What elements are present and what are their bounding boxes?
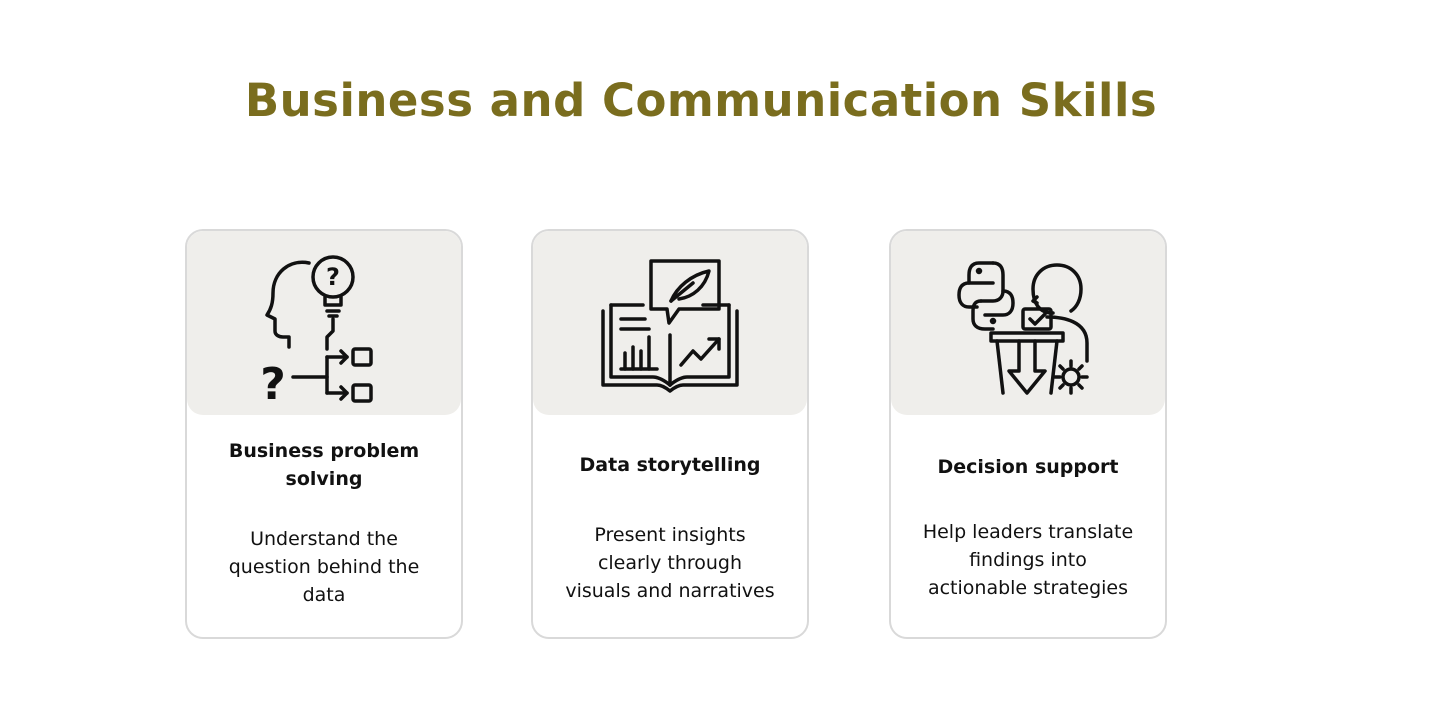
svg-text:?: ? [326, 263, 340, 291]
open-book-chart-quill-icon [595, 253, 745, 403]
card-title: Business problem solving [228, 440, 420, 490]
skill-card-decision-support: Decision support Help leaders translate … [889, 229, 1167, 639]
svg-text:?: ? [260, 359, 286, 403]
card-description: Help leaders translate findings into act… [922, 521, 1134, 599]
page-title: Business and Communication Skills [244, 74, 1158, 127]
card-description: Understand the question behind the data [228, 528, 420, 606]
python-person-podium-gear-icon [953, 253, 1103, 403]
card-icon-panel [891, 231, 1165, 415]
card-description: Present insights clearly through visuals… [565, 524, 775, 602]
skill-card-business-problem-solving: ? ? Business problem solving Understand … [185, 229, 463, 639]
card-title: Data storytelling [579, 454, 761, 476]
card-icon-panel: ? ? [187, 231, 461, 415]
skill-card-data-storytelling: Data storytelling Present insights clear… [531, 229, 809, 639]
head-lightbulb-question-flow-icon: ? ? [249, 253, 399, 403]
card-icon-panel [533, 231, 807, 415]
card-title: Decision support [937, 456, 1119, 478]
